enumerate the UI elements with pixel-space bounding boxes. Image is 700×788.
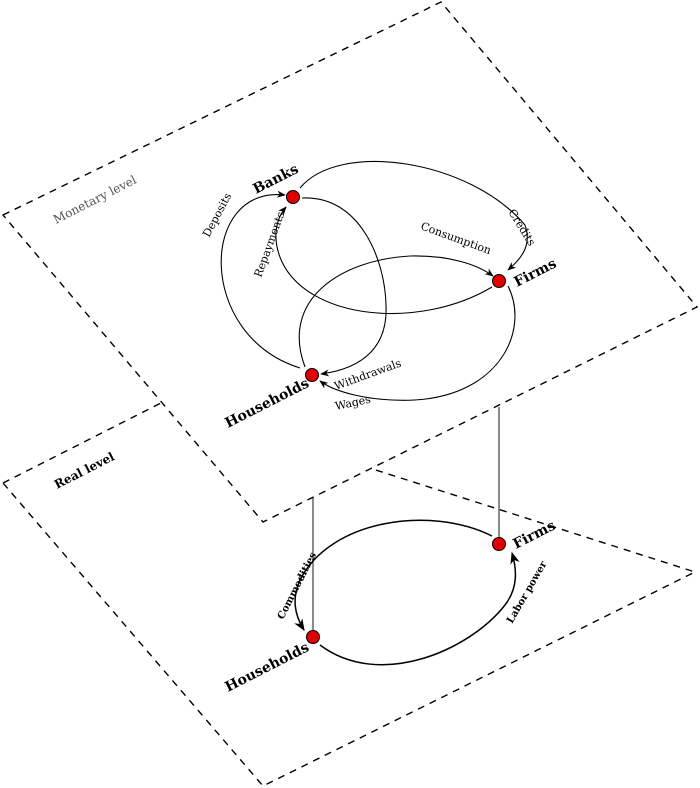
node-households-monetary — [305, 368, 319, 382]
node-firms-real — [492, 537, 506, 551]
node-banks — [286, 190, 300, 204]
node-firms-monetary — [492, 274, 506, 288]
edge-consumption — [298, 255, 494, 368]
edge-commodities — [294, 519, 493, 632]
monetary-level-plane — [1, 1, 699, 523]
edge-credits — [299, 161, 528, 271]
real-level-plane — [1, 401, 697, 787]
edge-withdrawals — [301, 197, 387, 377]
edge-repayments — [275, 206, 493, 315]
edge-deposits — [220, 190, 301, 369]
node-households-real — [306, 630, 320, 644]
edge-labor-power — [319, 551, 520, 666]
edge-wages — [319, 285, 516, 401]
